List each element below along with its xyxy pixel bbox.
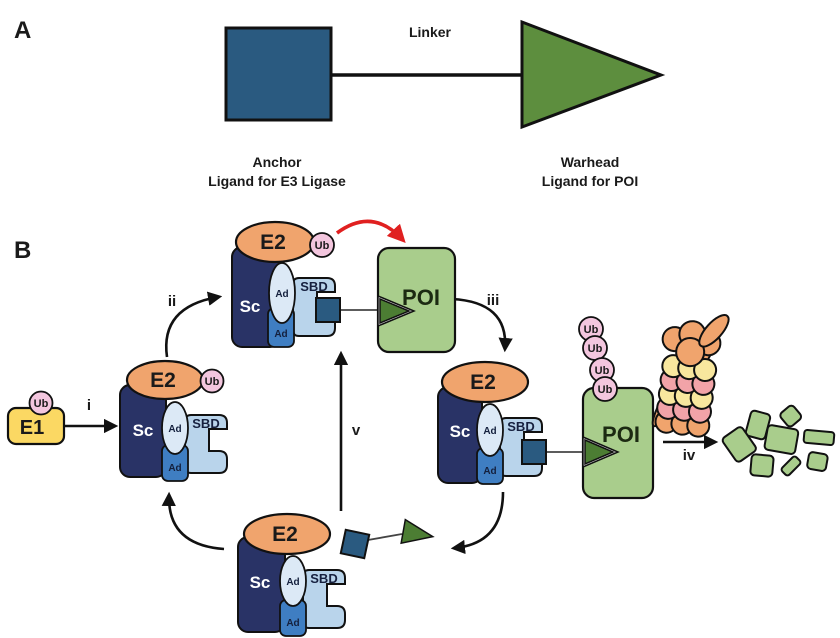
ad-label: Ad — [286, 577, 299, 588]
ub-label: Ub — [598, 384, 613, 396]
fragment — [802, 428, 836, 447]
ub-label: Ub — [205, 376, 220, 388]
step-i-label: i — [87, 397, 91, 414]
ub-label: Ub — [584, 324, 599, 336]
step-ii-arrow — [164, 291, 223, 358]
protac-warhead-triangle — [584, 438, 615, 466]
sc-label: Sc — [133, 421, 154, 440]
ad-label: Ad — [274, 329, 287, 340]
poi-label: POI — [602, 422, 640, 447]
poi-engaged: POI — [376, 246, 457, 354]
e2-label: E2 — [260, 231, 286, 254]
step-v-label: v — [352, 422, 361, 439]
warhead-sublabel: Ligand for POI — [542, 173, 638, 189]
protac-linker-line — [367, 533, 403, 541]
e2-enzyme — [242, 512, 332, 556]
step-iv-label: iv — [683, 447, 696, 464]
ad-label: Ad — [286, 618, 299, 629]
sbd-label: SBD — [507, 419, 534, 434]
anchor-sublabel: Ligand for E3 Ligase — [208, 173, 346, 189]
ad-label: Ad — [275, 289, 288, 300]
degraded-fragments — [721, 404, 836, 478]
ad-label: Ad — [168, 424, 181, 435]
protac-anchor-square — [339, 528, 371, 560]
adapter-ellipse — [279, 555, 307, 607]
protac-warhead-triangle — [400, 518, 435, 545]
e2-enzyme — [440, 360, 530, 404]
fragment — [806, 451, 829, 472]
e1-enzyme: E1 Ub — [6, 390, 66, 446]
panel-b-label: B — [14, 237, 31, 264]
e3-complex-ub-loaded: SBD Ad Ad E2 Ub Sc — [119, 359, 228, 482]
panel-a-label: A — [14, 17, 31, 44]
protac-anchor-square — [315, 297, 341, 323]
adapter-ellipse — [476, 403, 504, 457]
e2-label: E2 — [272, 523, 298, 546]
adapter-ellipse — [161, 401, 189, 455]
fragment — [779, 404, 803, 428]
e2-label: E2 — [470, 371, 496, 394]
sc-label: Sc — [240, 297, 261, 316]
fragment — [780, 455, 802, 477]
ub-label: Ub — [34, 398, 49, 410]
panel-a: A Linker Anchor Ligand for E3 Ligase War… — [14, 17, 666, 189]
step-iii-label: iii — [487, 292, 500, 309]
ad-label: Ad — [483, 426, 496, 437]
ad-label: Ad — [168, 463, 181, 474]
ubiquitin — [199, 368, 225, 394]
warhead-label: Warhead — [561, 154, 620, 170]
recycle-arrow — [161, 491, 225, 551]
fragment — [721, 426, 757, 463]
poi-polyubiquitinated: POI Ub Ub Ub Ub — [578, 316, 655, 500]
linker-label: Linker — [409, 24, 452, 40]
proteasome-rod-tip — [698, 314, 730, 348]
free-protac — [339, 518, 435, 560]
e3-complex-charged: SBD Ad Ad E2 Ub Sc — [231, 220, 380, 348]
ubiquitin — [28, 390, 54, 416]
anchor-label: Anchor — [253, 154, 303, 170]
protac-anchor-square — [521, 439, 547, 465]
step-ii-label: ii — [168, 293, 176, 310]
sbd-label: SBD — [310, 571, 337, 586]
poi-label: POI — [402, 285, 440, 310]
release-arrow — [450, 491, 505, 555]
ub-label: Ub — [315, 240, 330, 252]
protac-warhead-triangle — [379, 297, 411, 325]
ub-transfer-arrow — [335, 219, 406, 243]
cycle-arrows: i ii iii iv v — [64, 219, 719, 555]
e3-complex-free: SBD Ad Ad E2 Sc — [237, 512, 346, 637]
anchor-square — [224, 26, 333, 122]
proteasome — [651, 314, 730, 438]
ubiquitin — [309, 232, 335, 258]
ub-label: Ub — [588, 343, 603, 355]
sbd-label: SBD — [192, 416, 219, 431]
e1-label: E1 — [20, 417, 44, 439]
adapter-ellipse — [268, 262, 296, 324]
ubiquitin — [592, 376, 618, 402]
warhead-triangle — [520, 19, 666, 130]
ad-label: Ad — [483, 466, 496, 477]
fragment — [763, 424, 800, 455]
sc-label: Sc — [450, 422, 471, 441]
sbd-label: SBD — [300, 279, 327, 294]
e2-label: E2 — [150, 369, 176, 392]
sc-label: Sc — [250, 573, 271, 592]
fragment — [749, 453, 775, 478]
e3-complex-ternary: SBD Ad Ad E2 Sc — [437, 360, 585, 485]
step-iii-arrow — [451, 297, 513, 353]
ub-label: Ub — [595, 365, 610, 377]
